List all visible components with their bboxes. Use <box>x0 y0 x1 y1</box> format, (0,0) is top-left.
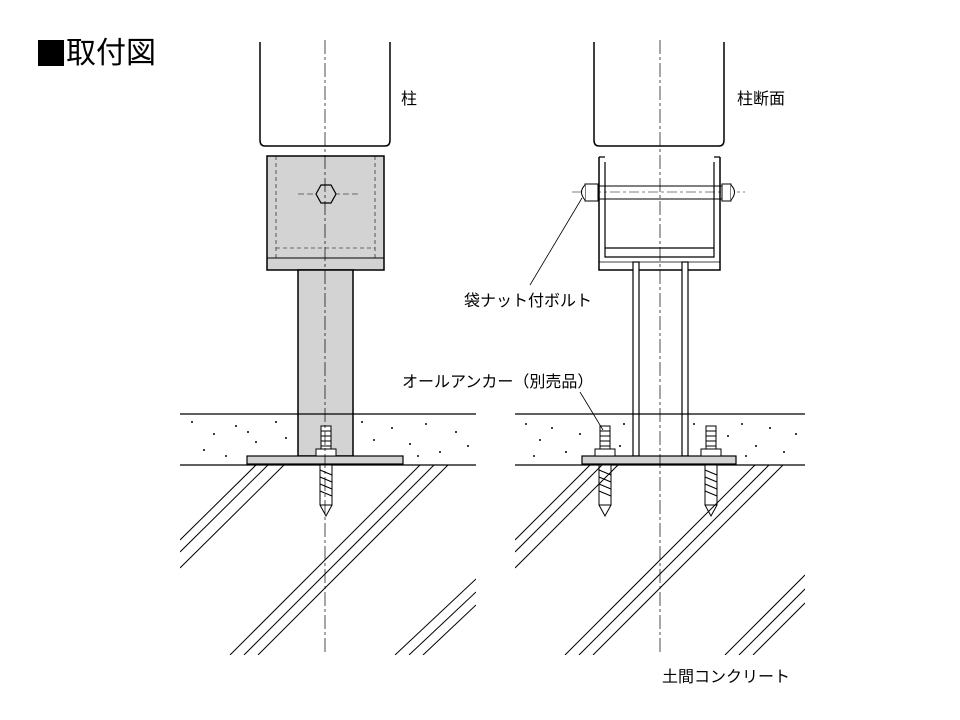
label-all-anchor: オールアンカー（別売品） <box>402 372 593 391</box>
anchor-bolt <box>315 425 337 518</box>
concrete-dots-left <box>191 421 469 457</box>
support-post-section-b <box>681 261 689 457</box>
anchor-bolt-b <box>700 425 722 518</box>
title-square-icon <box>38 40 64 66</box>
post-bracket <box>266 155 385 271</box>
label-column-section: 柱断面 <box>737 89 785 108</box>
base-plate-section <box>581 455 737 465</box>
leader-bolt <box>529 197 583 286</box>
column-right <box>593 42 725 147</box>
front-view <box>180 40 476 655</box>
label-floor-concrete: 土間コンクリート <box>662 667 790 686</box>
title-text: 取付図 <box>66 36 156 71</box>
label-cap-nut-bolt: 袋ナット付ボルト <box>464 291 592 310</box>
channel-bracket-outer <box>598 157 721 271</box>
section-view <box>515 40 805 655</box>
support-post-section-a <box>632 261 640 457</box>
concrete-dots-right <box>525 423 797 457</box>
hex-nut-icon <box>315 184 337 204</box>
drawing-title: 取付図 <box>38 28 156 72</box>
cap-nut-bolt <box>572 183 745 202</box>
support-post <box>297 269 354 457</box>
leader-anchor <box>579 391 604 431</box>
label-column: 柱 <box>401 89 417 108</box>
channel-bracket-inner <box>604 162 715 258</box>
